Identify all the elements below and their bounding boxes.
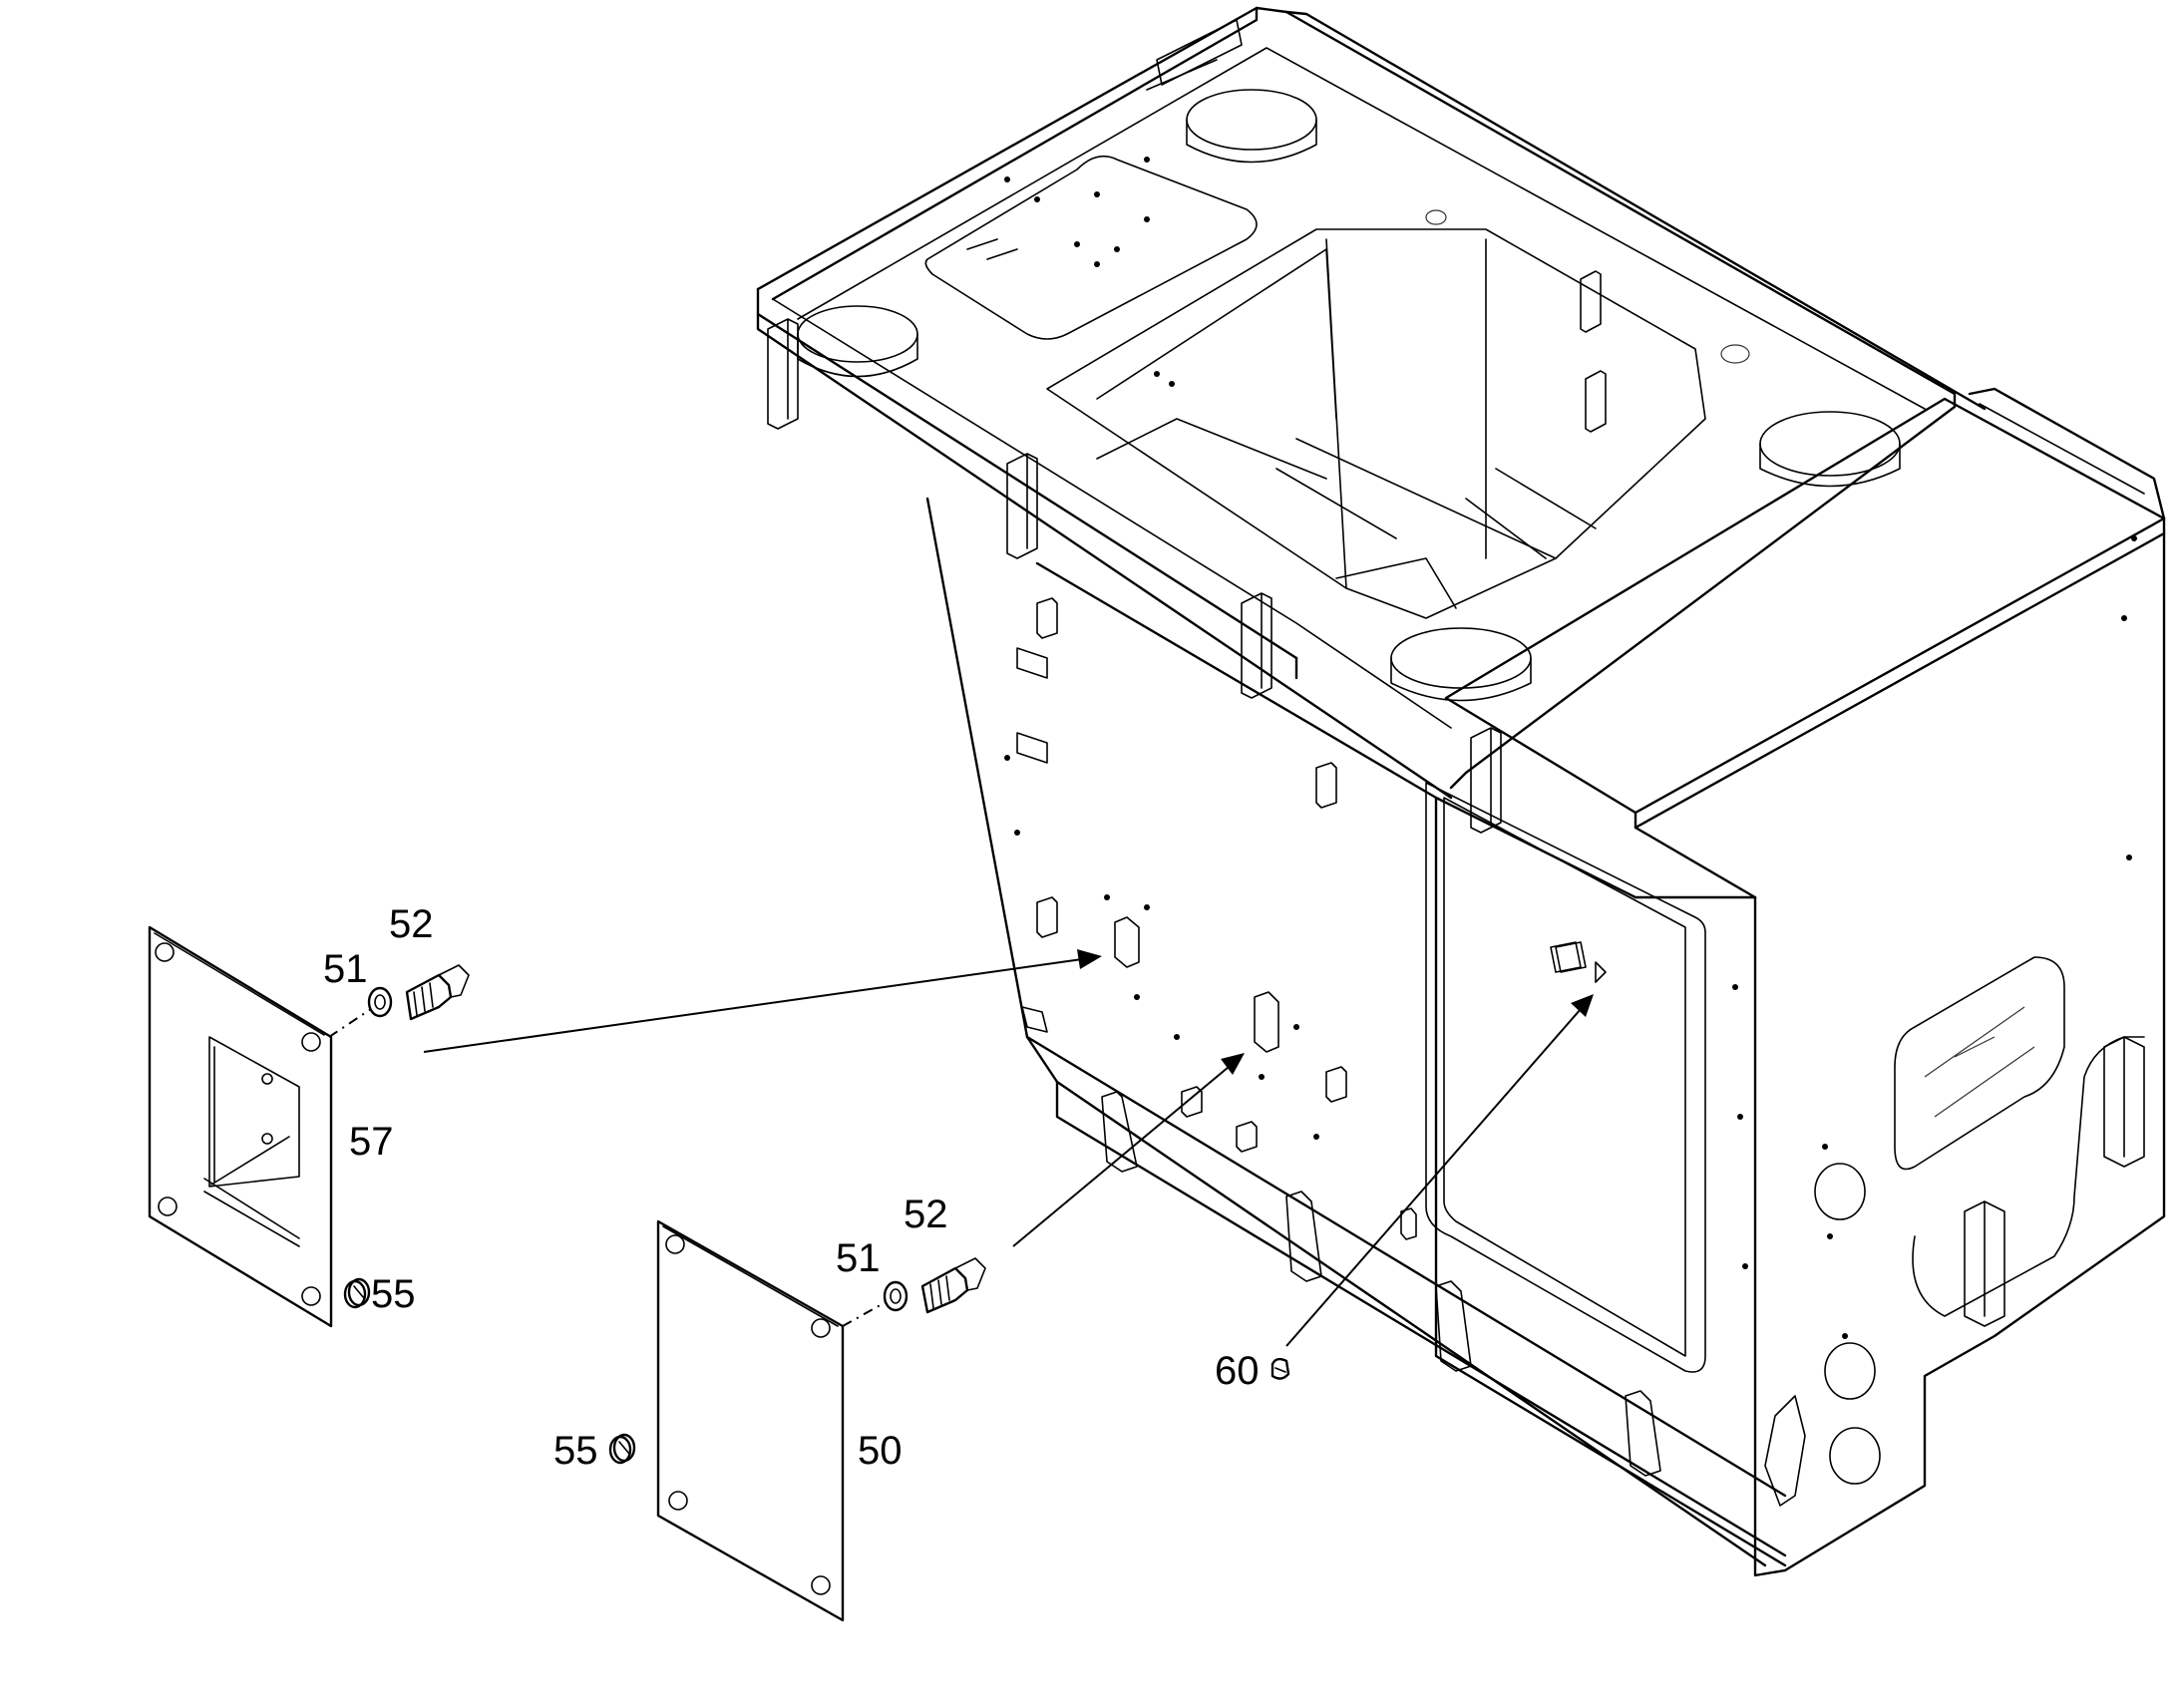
plug-55-upper: [343, 1277, 371, 1309]
bolt-52-lower: [920, 1257, 986, 1314]
callout-52-upper: 52: [389, 902, 434, 946]
plate-50: [656, 1219, 845, 1622]
axis-line-upper: [328, 1008, 372, 1038]
washer-51-upper: [367, 986, 393, 1018]
housing-frame: [756, 6, 2166, 1577]
round-pads: [797, 89, 1901, 702]
callout-60: 60: [1215, 1349, 1260, 1393]
plate-57: [148, 925, 333, 1328]
side-brackets: [1964, 1036, 2145, 1327]
bolt-holes: [1004, 157, 2137, 1339]
side-holes: [1764, 1163, 1881, 1507]
beam-blocks: [767, 270, 1607, 834]
panel-openings: [1114, 916, 1607, 1053]
callout-51-upper: 51: [323, 947, 368, 991]
axis-line-lower: [842, 1301, 887, 1327]
panel-pads: [1016, 597, 1661, 1477]
bolt-52-upper: [405, 964, 470, 1021]
callout-55-lower: 55: [553, 1429, 598, 1473]
callout-50: 50: [858, 1429, 903, 1473]
leader-arrows: [423, 949, 1594, 1347]
callout-57: 57: [349, 1120, 394, 1164]
callout-51-lower: 51: [836, 1236, 881, 1280]
washer-51-lower: [883, 1280, 908, 1312]
clip-60: [1271, 1357, 1290, 1380]
callout-55-upper: 55: [371, 1272, 416, 1316]
plug-55-lower: [608, 1433, 636, 1465]
callout-52-lower: 52: [904, 1193, 948, 1236]
